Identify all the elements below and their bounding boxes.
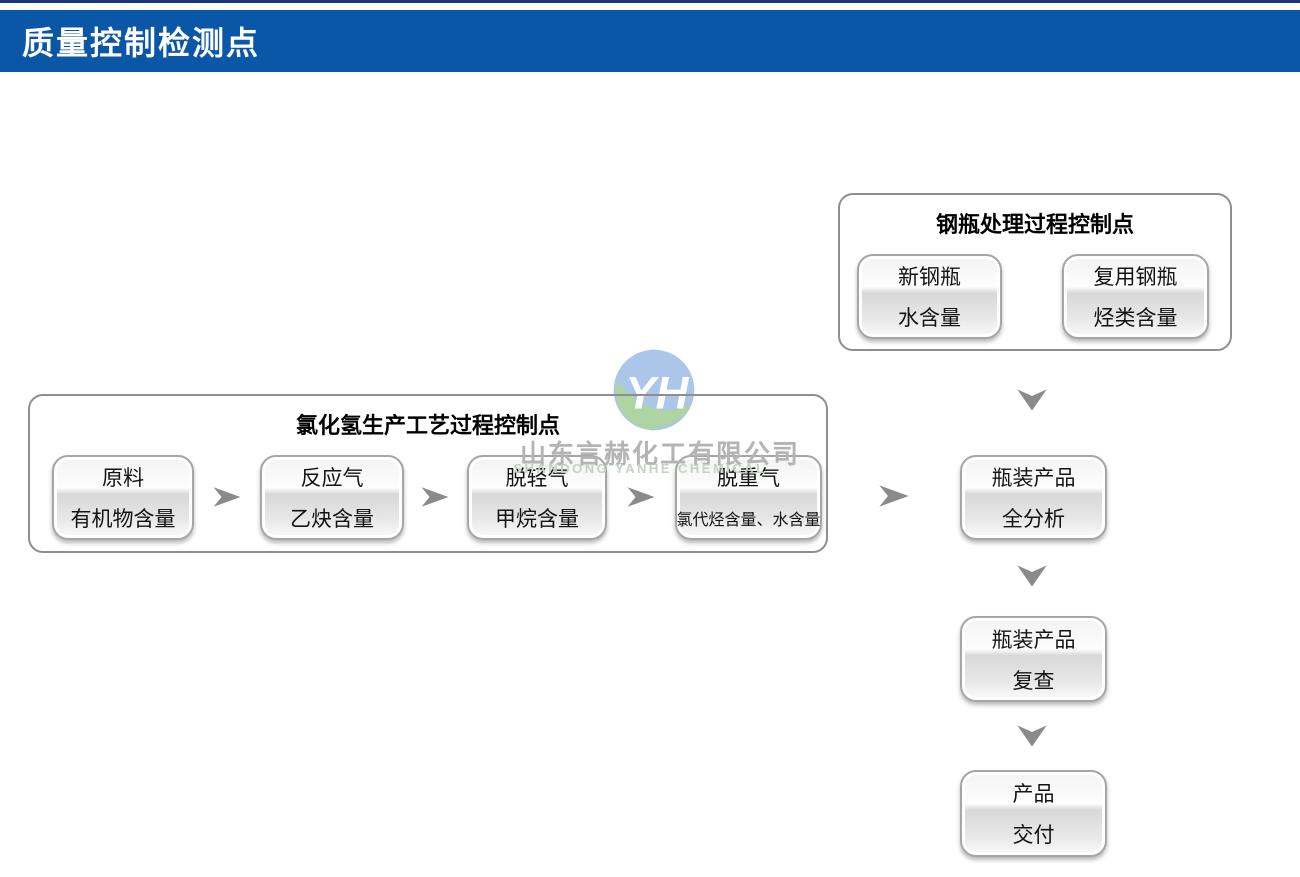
arrow-down-icon <box>1016 387 1048 413</box>
box-line2: 乙炔含量 <box>290 506 374 531</box>
box-line2: 有机物含量 <box>70 506 176 531</box>
box-line2: 交付 <box>1012 823 1055 848</box>
box-raw-material: 原料 有机物含量 <box>52 455 194 540</box>
box-line2: 水含量 <box>898 305 961 330</box>
box-bottled-recheck: 瓶装产品 复查 <box>960 616 1107 702</box>
box-line2: 全分析 <box>1002 506 1065 531</box>
page-title: 质量控制检测点 <box>22 25 261 61</box>
arrow-down-icon <box>1016 563 1048 589</box>
arrow-right-icon <box>878 484 910 508</box>
box-line1: 产品 <box>1012 781 1055 806</box>
box-line1: 原料 <box>102 466 144 491</box>
box-line1: 新钢瓶 <box>898 265 961 290</box>
box-line1: 瓶装产品 <box>991 627 1076 652</box>
arrow-right-icon <box>212 486 242 508</box>
box-line1: 反应气 <box>300 466 364 491</box>
box-line2: 氯代烃含量、水含量 <box>676 511 821 529</box>
box-heavy-gas-removal: 脱重气 氯代烃含量、水含量 <box>675 455 822 540</box>
box-line2: 复查 <box>1012 668 1055 693</box>
box-line2: 甲烷含量 <box>495 506 579 531</box>
box-line1: 脱重气 <box>717 466 780 491</box>
arrow-right-icon <box>420 486 450 508</box>
company-logo-icon: YH <box>613 349 695 431</box>
box-line1: 脱轻气 <box>505 466 569 491</box>
cylinder-process-group: 钢瓶处理过程控制点 新钢瓶 水含量 复用钢瓶 烃类含量 <box>838 193 1232 351</box>
box-line1: 瓶装产品 <box>991 466 1076 491</box>
box-line2: 烃类含量 <box>1093 305 1178 330</box>
box-light-gas-removal: 脱轻气 甲烷含量 <box>467 455 607 540</box>
header-accent-line <box>0 0 1300 3</box>
hcl-process-group: 氯化氢生产工艺过程控制点 原料 有机物含量 反应气 乙炔含量 脱轻气 甲烷含量 … <box>28 394 828 553</box>
hcl-group-title: 氯化氢生产工艺过程控制点 <box>295 413 560 438</box>
box-reused-cylinder: 复用钢瓶 烃类含量 <box>1062 254 1209 339</box>
arrow-right-icon <box>626 486 656 508</box>
arrow-down-icon <box>1016 723 1048 749</box>
box-reaction-gas: 反应气 乙炔含量 <box>260 455 404 540</box>
logo-letters: YH <box>625 367 689 418</box>
box-line1: 复用钢瓶 <box>1093 265 1178 290</box>
box-bottled-full-analysis: 瓶装产品 全分析 <box>960 455 1107 540</box>
header-bar: 质量控制检测点 <box>0 10 1300 72</box>
box-new-cylinder: 新钢瓶 水含量 <box>857 254 1002 339</box>
box-product-delivery: 产品 交付 <box>960 770 1107 857</box>
cylinder-group-title: 钢瓶处理过程控制点 <box>935 212 1134 237</box>
